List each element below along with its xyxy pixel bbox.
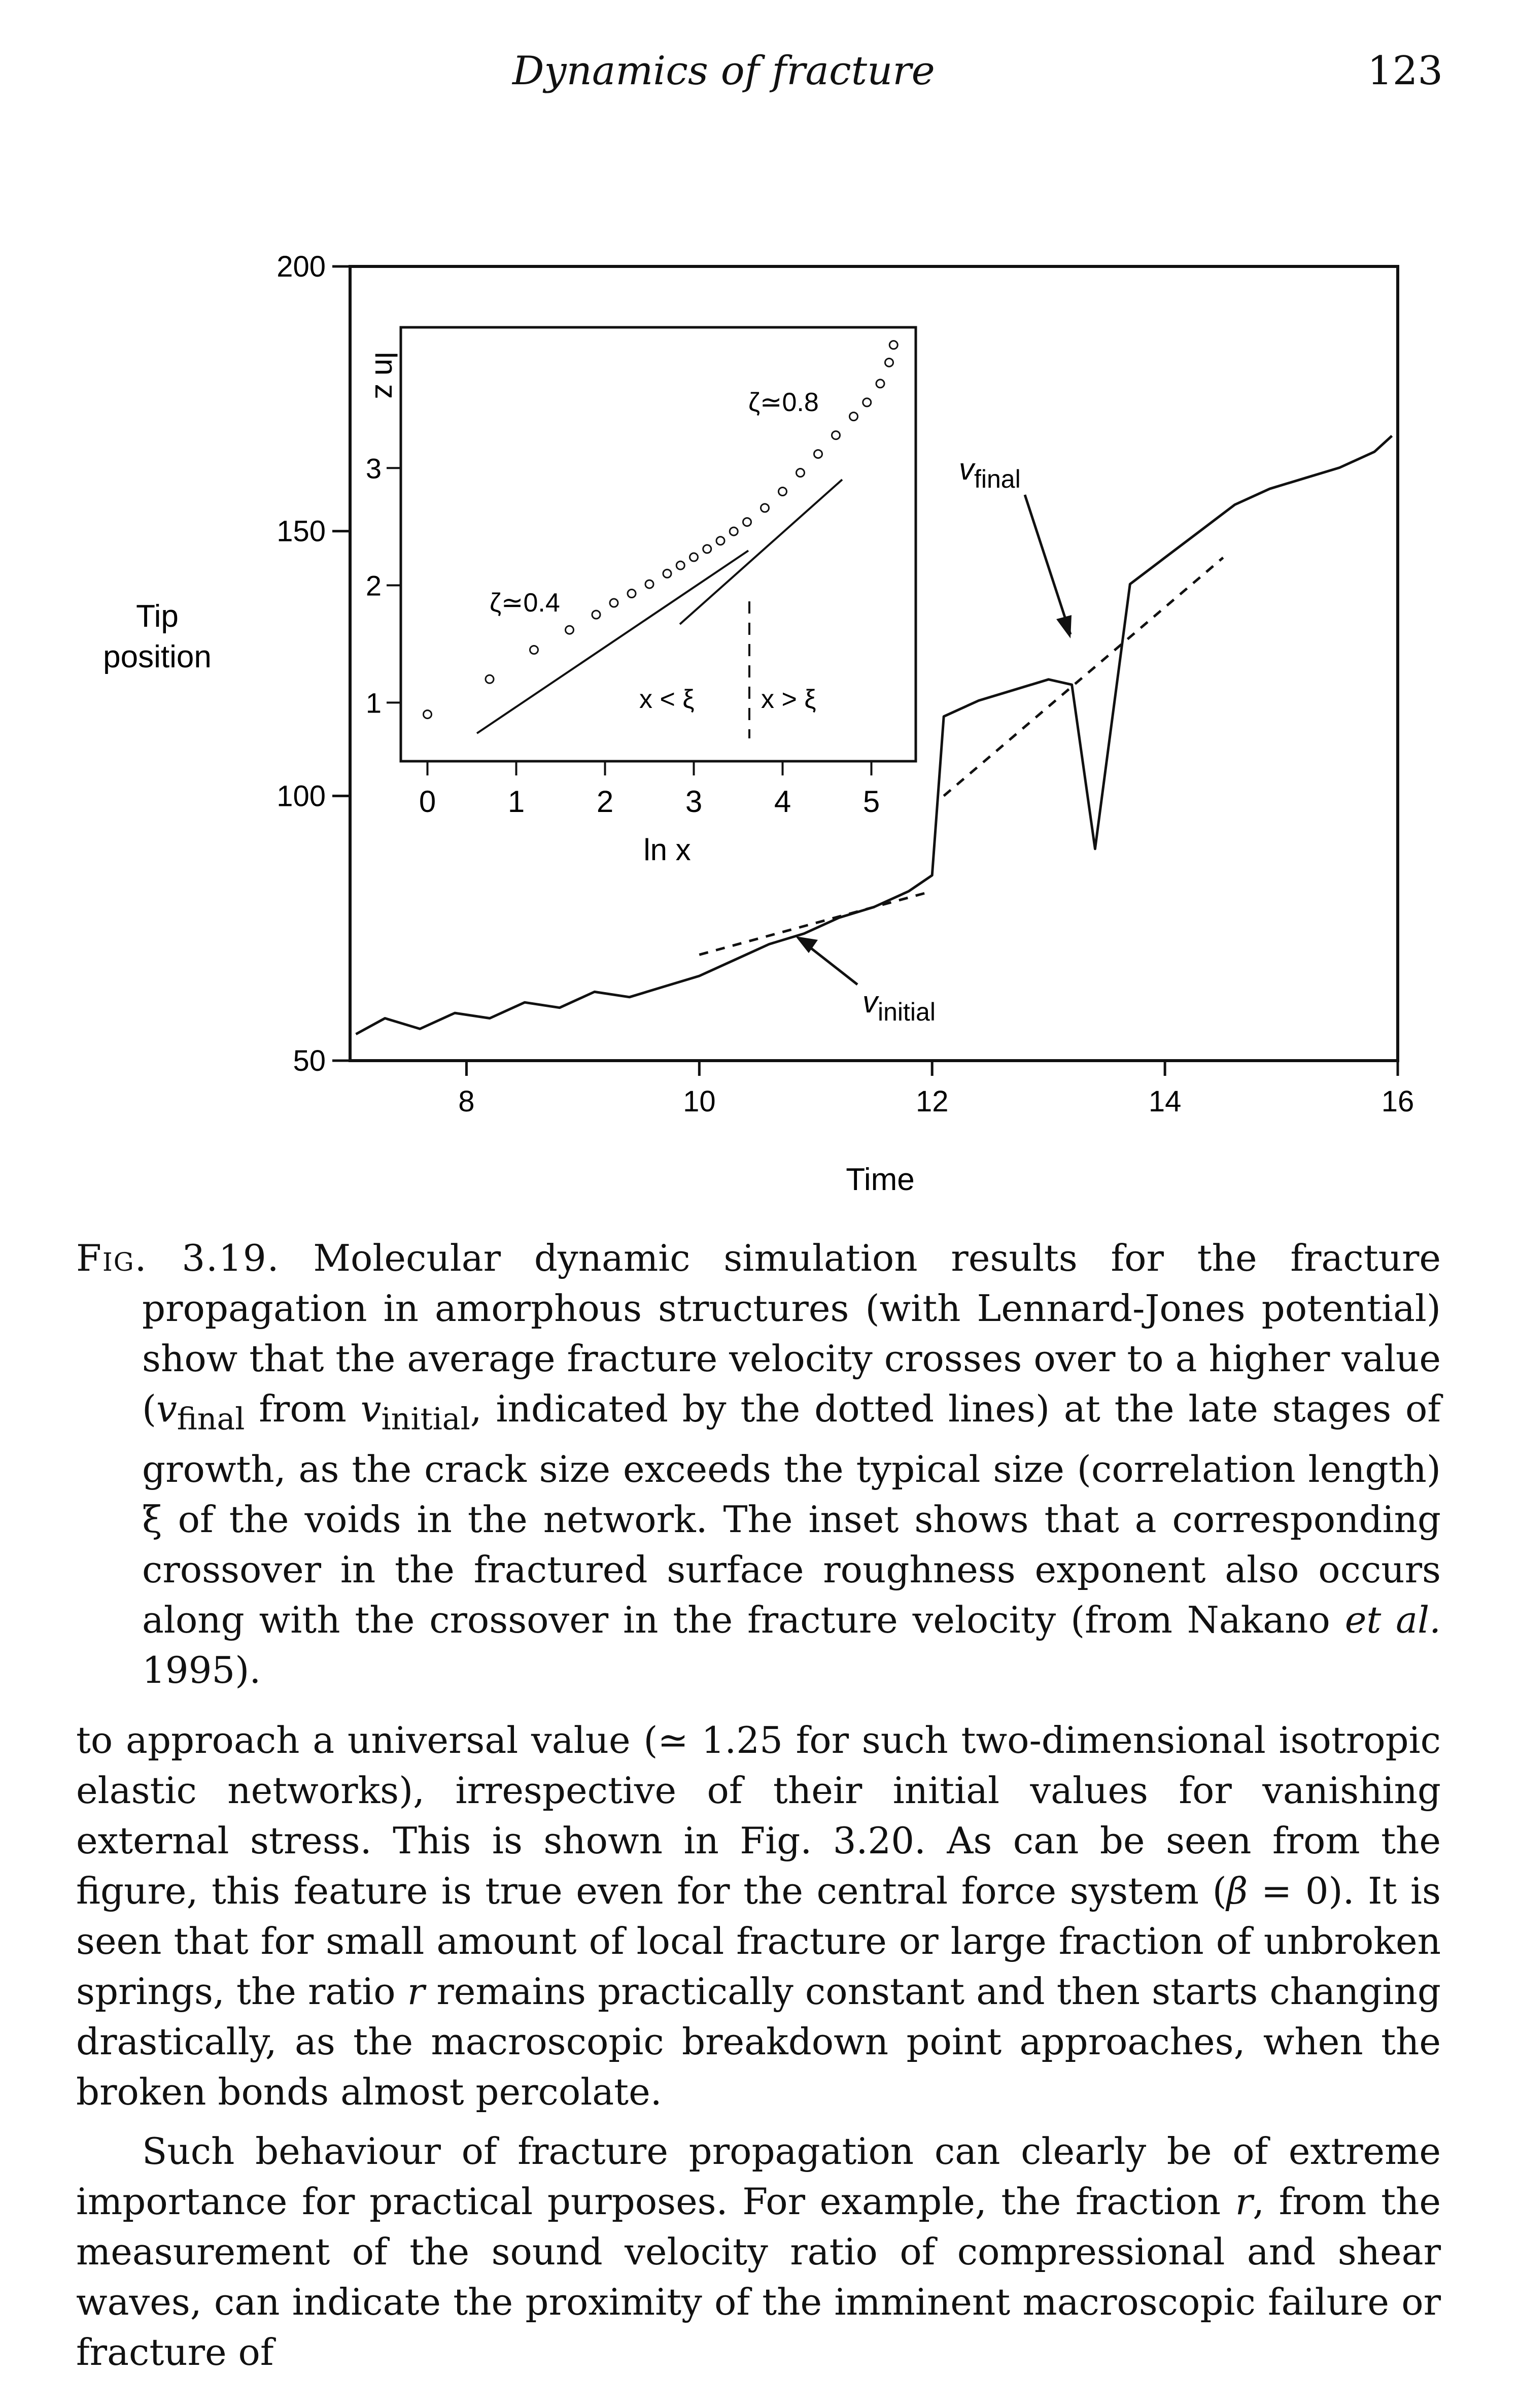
inset-data-point	[565, 625, 574, 635]
inset-data-point	[888, 340, 899, 350]
inset-region-right: x > ξ	[761, 685, 816, 714]
caption-v-final: v	[156, 1387, 177, 1430]
running-head: Dynamics of fracture 123	[0, 48, 1519, 109]
inset-x-tick-label: 5	[863, 785, 880, 819]
inset-frame	[399, 326, 917, 763]
caption-text-1: Molecular dynamic simulation results for…	[142, 1237, 1441, 1430]
inset-data-point	[884, 357, 894, 367]
inset-y-tick-label: 3	[366, 452, 382, 484]
caption-v-initial-sub: initial	[381, 1401, 470, 1437]
v-initial-arrowhead	[796, 936, 818, 953]
x-tick-label: 10	[683, 1085, 716, 1118]
caption-paragraph: Fig. 3.19. Molecular dynamic simulation …	[76, 1233, 1441, 1695]
x-tick-label: 16	[1382, 1085, 1414, 1118]
y-tick-label: 150	[277, 515, 326, 548]
x-tick-label: 8	[458, 1085, 474, 1118]
main-plot-frame	[349, 265, 1399, 1062]
caption-text-4: 1995).	[142, 1649, 261, 1692]
inset-data-point	[831, 430, 841, 440]
v-final-arrowhead	[1056, 615, 1072, 638]
x-tick-label: 14	[1149, 1085, 1182, 1118]
inset-fit-low	[476, 550, 749, 734]
inset-x-tick-label: 2	[597, 785, 613, 819]
inset-data-point	[423, 709, 432, 720]
inset-data-point	[813, 449, 823, 459]
running-title: Dynamics of fracture	[512, 48, 935, 94]
v-final-annotation: vfinal	[959, 452, 1072, 638]
v-initial-label: vinitial	[862, 985, 936, 1026]
body-text: to approach a universal value (≃ 1.25 fo…	[76, 1715, 1441, 2378]
inset-data-point	[760, 503, 770, 513]
figure-caption: Fig. 3.19. Molecular dynamic simulation …	[76, 1233, 1441, 1695]
inset-x-tick-label: 4	[774, 785, 791, 819]
inset-y-tick-label: 2	[366, 569, 382, 601]
inset-data-point	[778, 487, 787, 497]
inset-x-tick-label: 0	[419, 785, 436, 819]
inset-data-point	[702, 544, 712, 554]
inset-data-point	[689, 552, 699, 562]
inset-data-point	[609, 598, 619, 608]
inset-x-tick-label: 3	[685, 785, 702, 819]
v-initial-annotation: vinitial	[796, 936, 936, 1026]
inset-x-tick-label: 1	[508, 785, 525, 819]
inset-data-point	[627, 589, 637, 599]
inset-y-tick-label: 1	[366, 687, 382, 719]
y-tick-label: 50	[293, 1044, 326, 1077]
inset-fit-high	[679, 479, 843, 625]
inset-data-point	[742, 517, 752, 527]
inset-data-point	[875, 379, 885, 389]
inset-plot: 0 1 2 3 4 5 1 2 3 ln z ln x ζ≃0.4 ζ≃0.8 x < ξ x …	[366, 326, 917, 867]
y-tick-label: 100	[277, 779, 326, 812]
inset-data-point	[591, 609, 601, 620]
inset-data-point	[849, 412, 858, 422]
page-number: 123	[1367, 48, 1443, 94]
inset-axis-tick-labels: 0 1 2 3 4 5 1 2 3	[366, 452, 880, 819]
x-tick-label: 12	[916, 1085, 949, 1118]
caption-text-2: from	[245, 1387, 361, 1430]
v-final-arrow	[1023, 494, 1072, 635]
inset-zeta-high: ζ≃0.8	[748, 388, 819, 417]
inset-data-point	[862, 397, 872, 408]
main-axis-ticks	[332, 265, 1399, 1076]
caption-v-final-sub: final	[177, 1401, 245, 1437]
inset-data-points	[423, 340, 899, 720]
inset-data-point	[644, 579, 654, 589]
body-paragraph-2: Such behaviour of fracture propagation c…	[76, 2130, 1441, 2373]
x-axis-label: Time	[846, 1162, 914, 1197]
inset-region-left: x < ξ	[639, 685, 695, 714]
y-axis-label-line2: position	[103, 639, 212, 674]
inset-data-point	[675, 560, 685, 570]
caption-et-al: et al.	[1344, 1599, 1441, 1642]
inset-data-point	[662, 568, 672, 579]
y-axis-label-line1: Tip	[136, 599, 179, 634]
caption-label: Fig. 3.19.	[76, 1237, 280, 1279]
inset-axis-ticks	[387, 467, 873, 775]
inset-data-point	[715, 536, 726, 546]
inset-data-point	[796, 468, 805, 478]
inset-y-label: ln z	[369, 352, 403, 399]
caption-v-initial: v	[360, 1387, 382, 1430]
inset-data-point	[485, 674, 495, 684]
inset-x-label: ln x	[643, 833, 691, 867]
inset-zeta-low: ζ≃0.4	[490, 588, 560, 618]
v-final-label: vfinal	[959, 452, 1021, 493]
y-tick-label: 200	[277, 250, 326, 283]
body-paragraph-1: to approach a universal value (≃ 1.25 fo…	[76, 1719, 1441, 2113]
inset-data-point	[729, 526, 739, 536]
v-initial-dashed-line	[699, 890, 933, 956]
tip-position-series	[355, 435, 1393, 1035]
caption-text-3: , indicated by the dotted lines) at the …	[142, 1387, 1441, 1642]
inset-data-point	[529, 645, 539, 655]
